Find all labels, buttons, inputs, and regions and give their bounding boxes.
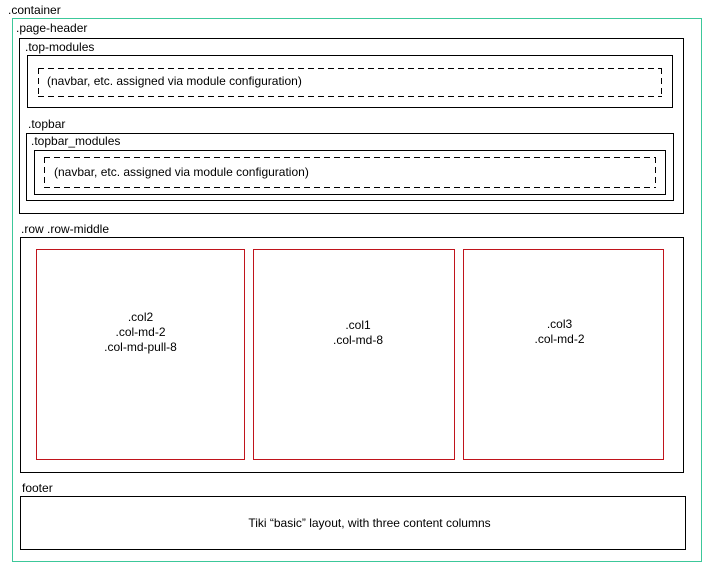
column-col2-text: .col2 .col-md-2 .col-md-pull-8 (36, 310, 245, 355)
topbar-modules-placeholder-box (44, 157, 656, 188)
page-header-label: .page-header (16, 21, 88, 35)
container-box (12, 18, 702, 562)
column-col2 (36, 249, 245, 460)
column-col1-text: .col1 .col-md-8 (253, 318, 463, 348)
column-col3 (463, 249, 664, 460)
topbar-label: .topbar (28, 117, 66, 131)
topbar-box (26, 133, 674, 201)
top-modules-placeholder-box (38, 68, 662, 97)
row-middle-label: .row .row-middle (21, 222, 110, 236)
column-col3-line-1: .col3 (546, 317, 573, 331)
container-label: .container (8, 3, 61, 17)
topbar-modules-label: .topbar_modules (31, 134, 121, 148)
footer-box (20, 496, 686, 550)
column-col2-line-3: .col-md-pull-8 (104, 340, 177, 354)
column-col1 (253, 249, 455, 460)
column-col3-text: .col3 .col-md-2 (463, 317, 656, 347)
top-modules-placeholder-text: (navbar, etc. assigned via module config… (47, 74, 302, 88)
topbar-modules-placeholder-text: (navbar, etc. assigned via module config… (54, 165, 309, 179)
column-col2-line-1: .col2 (127, 310, 154, 324)
top-modules-label: .top-modules (25, 40, 95, 54)
column-col1-line-1: .col1 (345, 318, 371, 332)
topbar-modules-box (34, 150, 666, 195)
page-header-box (19, 38, 684, 214)
column-col2-line-2: .col-md-2 (115, 325, 166, 339)
footer-label: footer (22, 481, 53, 495)
top-modules-box (27, 55, 673, 108)
column-col1-line-2: .col-md-8 (332, 333, 383, 347)
column-col3-line-2: .col-md-2 (534, 332, 585, 346)
row-middle-box (20, 237, 684, 473)
footer-text: Tiki “basic” layout, with three content … (248, 516, 491, 530)
